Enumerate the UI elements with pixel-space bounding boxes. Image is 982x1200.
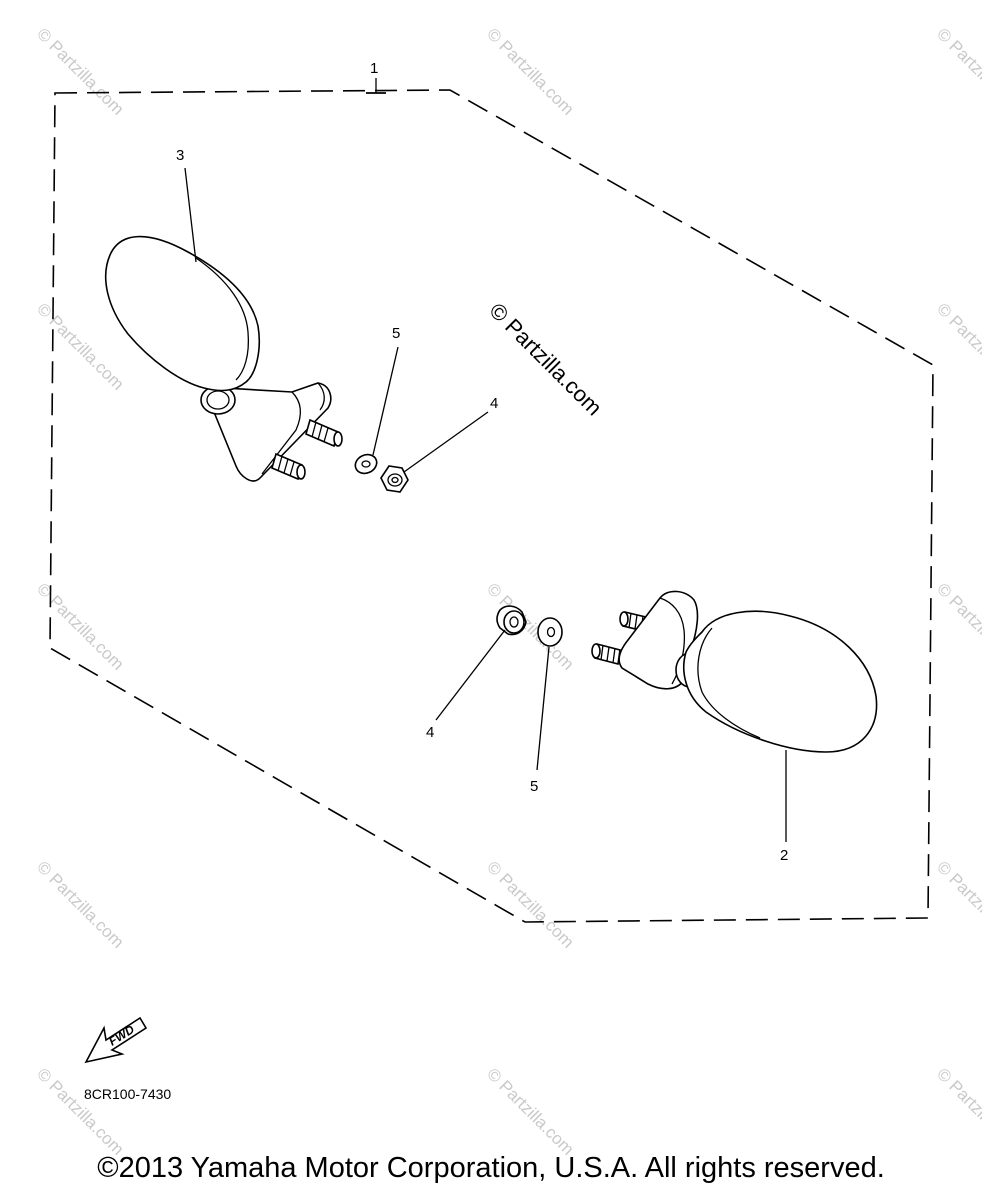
watermark-tiles: © Partzilla.com © Partzilla.com © Partzi… xyxy=(33,24,982,1158)
watermark-tile: © Partzilla.com xyxy=(933,24,982,118)
watermark-center: © Partzilla.com xyxy=(484,298,607,421)
mirror-left xyxy=(104,235,343,482)
copyright-notice: ©2013 Yamaha Motor Corporation, U.S.A. A… xyxy=(97,1152,885,1184)
stud xyxy=(305,418,343,448)
callout-label: 4 xyxy=(490,395,498,412)
callout-1: 1 xyxy=(366,60,386,94)
nut-lower xyxy=(496,605,527,636)
callout-3: 3 xyxy=(176,147,197,263)
callout-label: 5 xyxy=(392,325,400,342)
callout-5-upper: 5 xyxy=(372,325,400,456)
callout-2: 2 xyxy=(780,750,788,864)
diagram-code: 8CR100-7430 xyxy=(84,1086,171,1102)
watermark-tile: © Partzilla.com xyxy=(483,579,577,673)
stud xyxy=(591,642,621,666)
washer-upper xyxy=(354,453,378,475)
callout-4-upper: 4 xyxy=(403,395,498,473)
watermark-tile: © Partzilla.com xyxy=(33,1064,127,1158)
watermark-tile: © Partzilla.com xyxy=(33,299,127,393)
watermark-tile: © Partzilla.com xyxy=(483,24,577,118)
watermark-tile: © Partzilla.com xyxy=(33,857,127,951)
callout-4-lower: 4 xyxy=(426,629,506,741)
watermark-tile: © Partzilla.com xyxy=(933,1064,982,1158)
watermark-tile: © Partzilla.com xyxy=(33,579,127,673)
stud xyxy=(271,452,306,481)
callout-label: 4 xyxy=(426,724,434,741)
mirror-right xyxy=(591,590,878,753)
callout-label: 1 xyxy=(370,60,378,77)
watermark-tile: © Partzilla.com xyxy=(483,857,577,951)
callout-5-lower: 5 xyxy=(530,646,550,795)
nut-upper xyxy=(380,465,409,493)
kit-boundary xyxy=(49,89,934,923)
callout-label: 5 xyxy=(530,778,538,795)
fwd-arrow-icon: FWD xyxy=(84,1016,148,1064)
callout-label: 2 xyxy=(780,847,788,864)
watermark-tile: © Partzilla.com xyxy=(483,1064,577,1158)
watermark-tile: © Partzilla.com xyxy=(933,857,982,951)
watermark-tile: © Partzilla.com xyxy=(933,299,982,393)
watermark-tile: © Partzilla.com xyxy=(33,24,127,118)
callout-label: 3 xyxy=(176,147,184,164)
washer-lower xyxy=(537,617,563,647)
watermark-tile: © Partzilla.com xyxy=(933,579,982,673)
